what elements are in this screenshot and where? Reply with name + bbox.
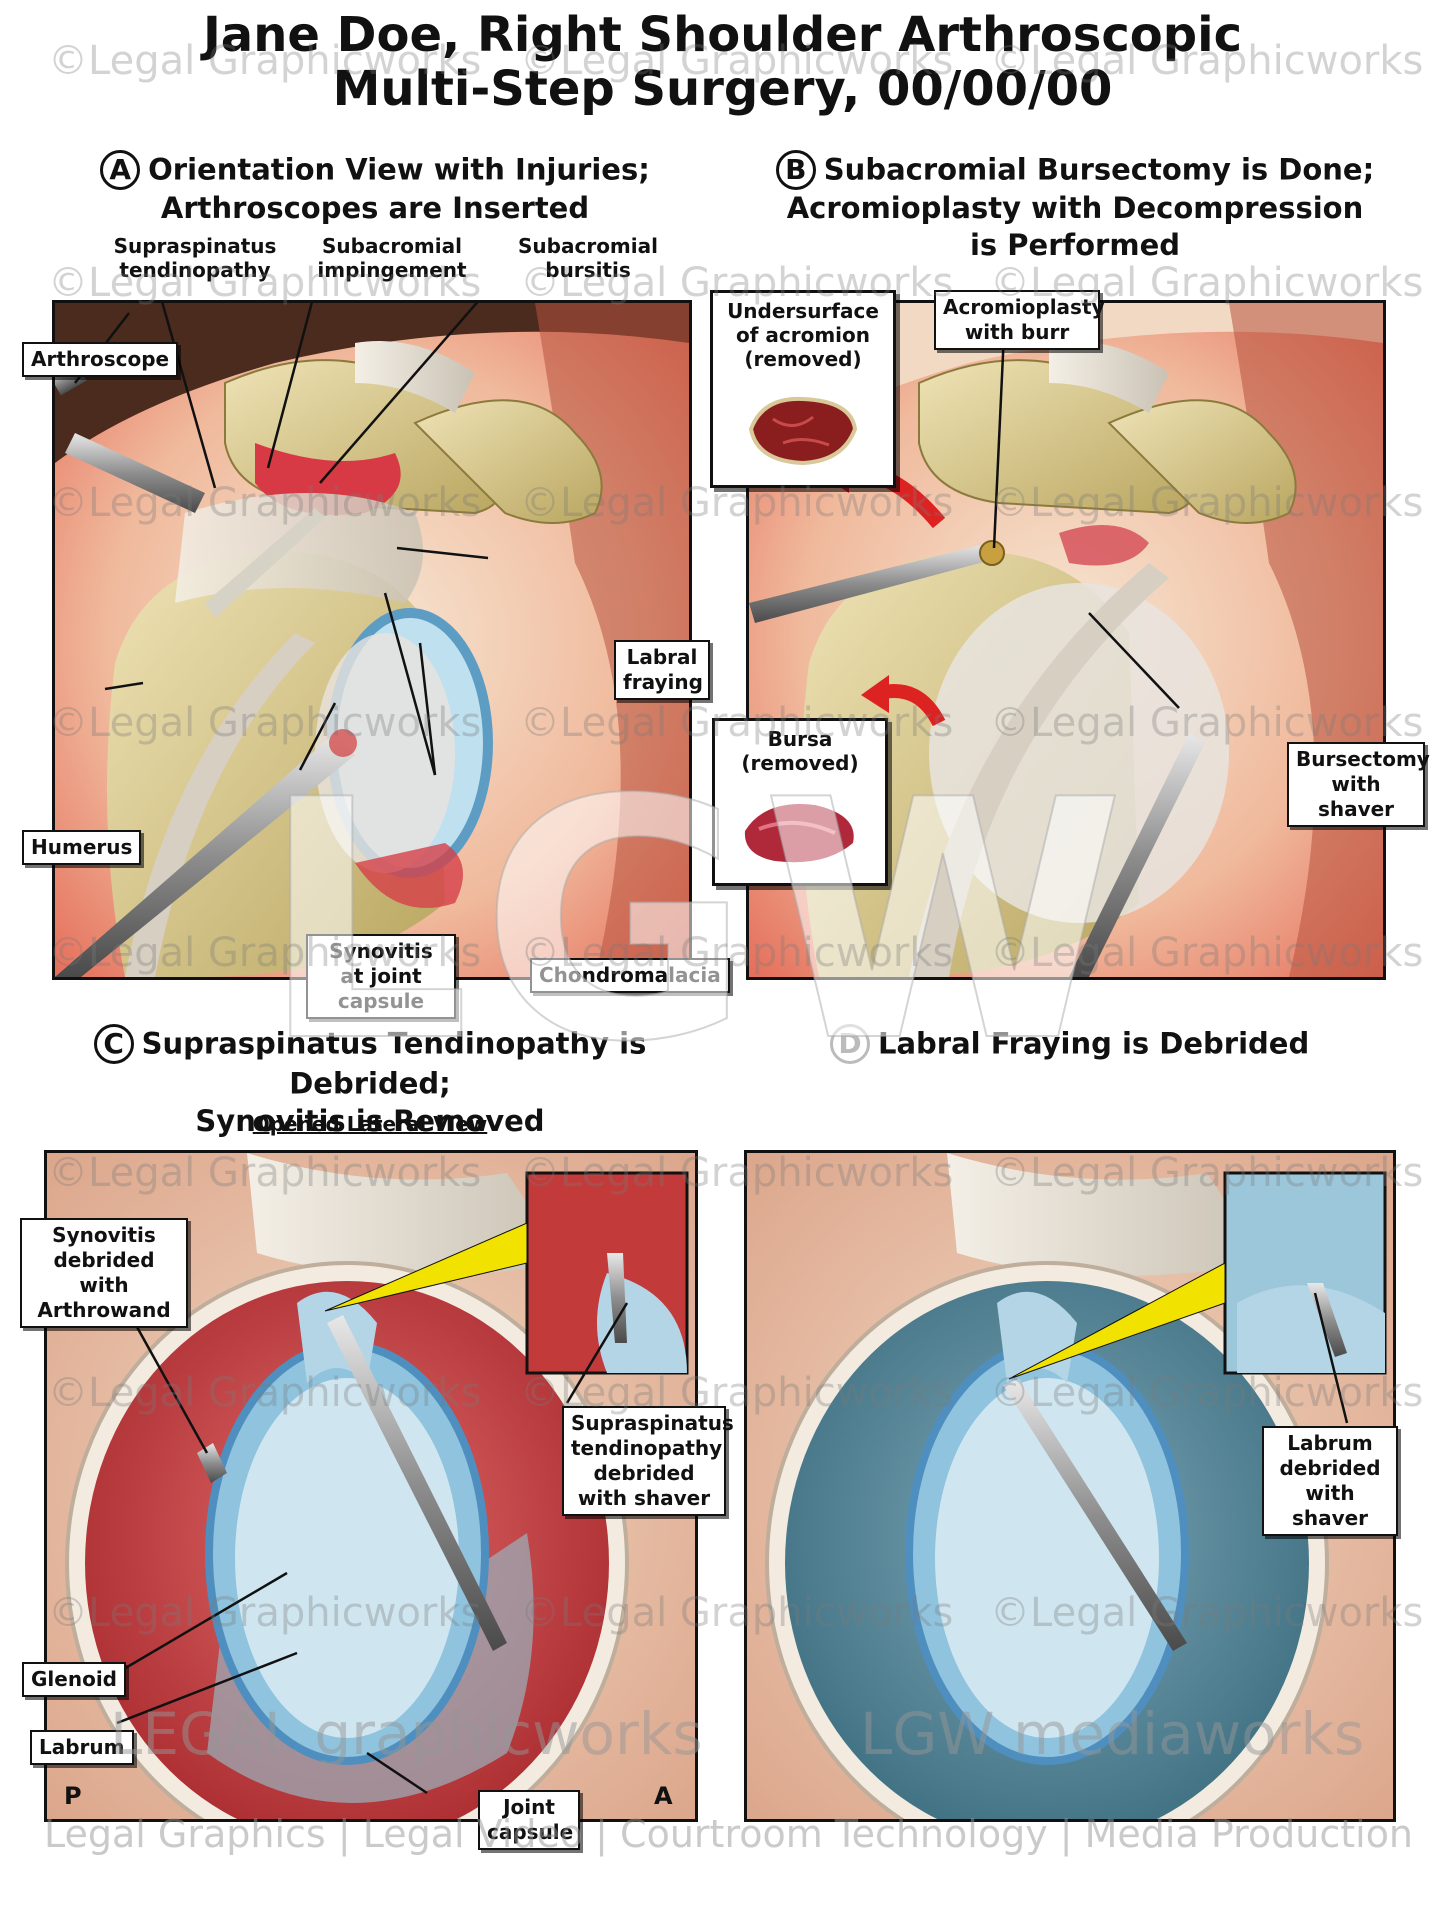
label-labral-fraying: Labral fraying [614,640,710,700]
lateral-view-illustration-c [47,1153,695,1819]
label-bursectomy-shaver: Bursectomy with shaver [1287,742,1430,827]
panel-d-illustration [744,1150,1396,1822]
page-title: Jane Doe, Right Shoulder Arthroscopic Mu… [0,8,1445,116]
label-joint-capsule: Joint capsule [478,1790,580,1850]
inset-bursa-removed: Bursa (removed) [712,718,888,886]
panel-c-title-line1: Supraspinatus Tendinopathy is Debrided; [141,1026,647,1101]
panel-a-title-line2: Arthroscopes are Inserted [160,191,590,225]
label-anterior: A [654,1782,673,1810]
label-labrum-debrided: Labrum debrided with shaver [1262,1426,1398,1536]
label-supraspinatus-debrided: Supraspinatus tendinopathy debrided with… [562,1406,734,1516]
label-supraspinatus-tendinopathy: Supraspinatus tendinopathy [113,234,277,282]
panel-c-illustration [44,1150,698,1822]
page-title-line1: Jane Doe, Right Shoulder Arthroscopic [202,7,1243,63]
panel-b-title-line2: Acromioplasty with Decompression [786,191,1364,225]
inset-undersurface-acromion: Undersurface of acromion (removed) [710,290,896,488]
label-bursa-removed: Bursa (removed) [741,727,859,775]
label-synovitis-debrided: Synovitis debrided with Arthrowand [20,1218,188,1328]
label-subacromial-impingement: Subacromial impingement [317,234,467,282]
label-labrum: Labrum [30,1730,134,1765]
label-humerus: Humerus [22,830,142,865]
panel-c-letter: C [93,1024,134,1064]
label-posterior: P [64,1782,82,1810]
panel-c-title-line2: Synovitis is Removed [195,1103,545,1138]
panel-b-title-line1: Subacromial Bursectomy is Done; [823,152,1375,187]
label-chondromalacia: Chondromalacia [530,958,730,993]
panel-d-letter: D [830,1024,870,1064]
label-subacromial-bursitis: Subacromial bursitis [518,234,658,282]
shoulder-orientation-illustration [55,303,689,977]
label-arthroscope: Arthroscope [22,342,179,377]
bursa-fragment-icon [744,804,854,863]
panel-d-title-text: Labral Fraying is Debrided [878,1026,1310,1061]
label-synovitis: Synovitis at joint capsule [306,934,456,1019]
panel-a-illustration [52,300,692,980]
lateral-view-illustration-d [747,1153,1393,1819]
panel-b-letter: B [775,150,816,190]
panel-b-title-line3: is Performed [969,228,1180,262]
panel-c-subtitle: Opened Lateral View [252,1112,488,1136]
label-acromioplasty-burr: Acromioplasty with burr [934,290,1105,350]
panel-a-title-line1: Orientation View with Injuries; [148,152,650,187]
panel-a-letter: A [100,150,141,190]
label-glenoid: Glenoid [22,1662,126,1697]
label-undersurface-acromion: Undersurface of acromion (removed) [727,299,879,371]
page-title-line2: Multi-Step Surgery, 00/00/00 [332,61,1113,117]
acromion-fragment-icon [748,396,858,466]
